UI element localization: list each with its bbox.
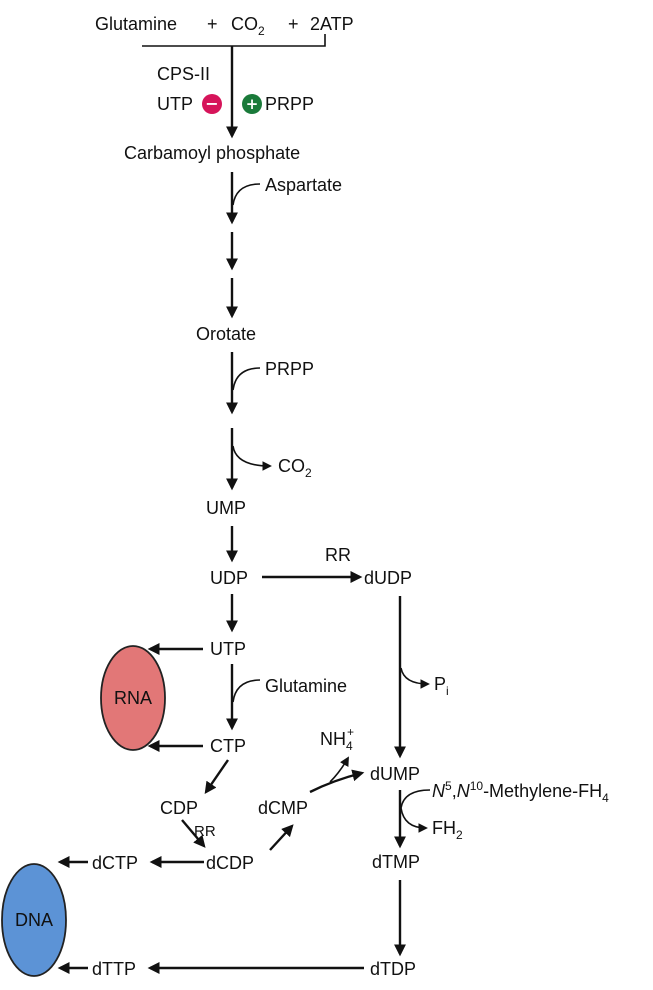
aspartate-label: Aspartate [265, 175, 342, 195]
plus-sign: + [207, 14, 218, 34]
utp-regulator-label: UTP [157, 94, 193, 114]
orotate-label: Orotate [196, 324, 256, 344]
utp-label: UTP [210, 639, 246, 659]
rna-ellipse [100, 645, 166, 751]
fh2-label: FH2 [432, 818, 463, 842]
methylene-fh4-label: N5,N10-Methylene-FH4 [432, 779, 609, 805]
inhibition-icon: − [202, 94, 222, 114]
prpp-regulator-label: PRPP [265, 94, 314, 114]
dtdp-label: dTDP [370, 959, 416, 979]
dttp-label: dTTP [92, 959, 136, 979]
cps-ii-enzyme-label: CPS-II [157, 64, 210, 84]
plus-sign: + [288, 14, 299, 34]
dudp-label: dUDP [364, 568, 412, 588]
ammonium-label: NH+4 [320, 725, 354, 753]
co2-product-label: CO2 [278, 456, 312, 480]
ctp-to-cdp-arrow [204, 759, 229, 794]
ribonucleotide-reductase-label: RR [325, 545, 351, 565]
dcdp-label: dCDP [206, 853, 254, 873]
aspartate-input-curve [232, 183, 261, 206]
carbamoyl-phosphate-label: Carbamoyl phosphate [124, 143, 300, 163]
ctp-label: CTP [210, 736, 246, 756]
glutamine-label: Glutamine [265, 676, 347, 696]
dcdp-to-dcmp-arrow [269, 824, 294, 851]
dcmp-to-dump-arrow [309, 769, 365, 794]
methylene-fh4-input-curve [400, 789, 431, 809]
ump-label: UMP [206, 498, 246, 518]
pi-label: Pi [434, 674, 449, 698]
co2-release-curve [232, 445, 272, 471]
glutamine-input-curve [232, 679, 261, 703]
dna-label: DNA [15, 910, 53, 930]
rna-label: RNA [114, 688, 152, 708]
dump-label: dUMP [370, 764, 420, 784]
ammonium-release-curve [329, 756, 349, 783]
atp-reactant-label: 2ATP [310, 14, 354, 34]
glutamine-reactant-label: Glutamine [95, 14, 177, 34]
svg-text:−: − [205, 94, 218, 113]
dctp-label: dCTP [92, 853, 138, 873]
dtmp-label: dTMP [372, 852, 420, 872]
svg-text:+: + [246, 95, 259, 113]
cdp-label: CDP [160, 798, 198, 818]
pi-release-curve [400, 667, 430, 689]
prpp-input-curve [232, 367, 261, 391]
cdp-to-dcdp-arrow [181, 819, 206, 848]
udp-label: UDP [210, 568, 248, 588]
fh2-release-curve [400, 807, 428, 833]
dcmp-label: dCMP [258, 798, 308, 818]
prpp-label: PRPP [265, 359, 314, 379]
dna-ellipse [1, 863, 67, 977]
co2-reactant-label: CO2 [231, 14, 265, 38]
reactant-bracket [142, 34, 326, 47]
activation-icon: + [242, 94, 262, 114]
ribonucleotide-reductase-label: RR [194, 823, 216, 840]
